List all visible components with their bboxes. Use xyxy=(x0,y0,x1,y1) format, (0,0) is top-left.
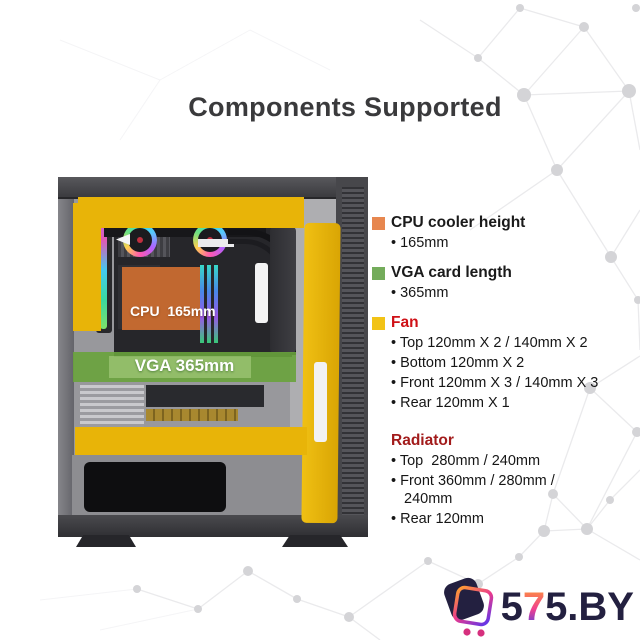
ram-stick xyxy=(200,265,204,343)
ram-stick xyxy=(207,265,211,343)
store-logo-text: 575.BY xyxy=(501,578,634,636)
store-logo: 575.BY xyxy=(435,576,634,638)
psu-vent xyxy=(84,462,226,512)
gpu-card xyxy=(146,385,264,407)
cable-bundle xyxy=(270,227,296,353)
legend-heading: Fan xyxy=(391,314,419,331)
legend-swatch xyxy=(372,317,385,330)
front-cable-channel xyxy=(314,362,327,442)
legend-detail: • Rear 120mm xyxy=(391,511,484,527)
cpu-height-label: CPU 165mm xyxy=(130,303,216,319)
logo-text-part: 5.BY xyxy=(545,585,634,629)
legend-heading: Radiator xyxy=(391,432,454,449)
case-rear-edge xyxy=(58,191,74,521)
legend-item: CPU cooler height • 165mm xyxy=(372,214,630,252)
legend-detail: • Front 360mm / 280mm / 240mm xyxy=(391,473,555,507)
case-top-panel xyxy=(58,177,342,199)
fan-hub-logo xyxy=(137,237,143,243)
bottom-fan-highlight xyxy=(75,427,307,455)
legend-item: Fan • Top 120mm X 2 / 140mm X 2 • Bottom 1… xyxy=(372,314,630,412)
case-base xyxy=(58,515,368,537)
legend-detail: • Front 120mm X 3 / 140mm X 3 xyxy=(391,375,599,391)
legend-swatch xyxy=(372,217,385,230)
top-fan-highlight xyxy=(78,197,304,228)
legend-item: Radiator • Top 280mm / 240mm • Front 360mm… xyxy=(372,432,630,528)
legend-detail: • Top 120mm X 2 / 140mm X 2 xyxy=(391,335,588,351)
rear-fan-rgb-strip xyxy=(100,211,107,329)
gpu-pcb xyxy=(146,409,238,421)
cable-grommet xyxy=(255,263,268,323)
ram-stick xyxy=(214,265,218,343)
legend-detail: • 165mm xyxy=(391,235,449,251)
legend-detail: • Top 280mm / 240mm xyxy=(391,453,541,469)
cable-clip xyxy=(116,234,130,245)
legend-swatch xyxy=(372,267,385,280)
legend-heading: VGA card length xyxy=(391,264,512,281)
legend-detail: • Rear 120mm X 1 xyxy=(391,395,510,411)
legend-item: VGA card length • 365mm xyxy=(372,264,630,302)
pc-case-illustration: CPU 165mm VGA 365mm xyxy=(58,177,368,547)
vga-length-highlight: VGA 365mm xyxy=(73,352,296,382)
logo-text-part: 5 xyxy=(500,585,523,629)
legend-detail: • Bottom 120mm X 2 xyxy=(391,355,525,371)
shopping-cart-icon xyxy=(443,577,493,637)
legend-heading: CPU cooler height xyxy=(391,214,526,231)
front-panel-vents xyxy=(342,187,364,527)
vga-length-label: VGA 365mm xyxy=(134,356,235,375)
gpu-cooler xyxy=(80,385,144,429)
logo-text-part: 7 xyxy=(522,585,546,629)
radiator-sticker xyxy=(198,239,234,247)
page-title: Components Supported xyxy=(188,92,502,122)
vga-highlight-inner xyxy=(109,356,251,378)
cpu-cooler-highlight: CPU 165mm xyxy=(122,267,216,330)
case-foot xyxy=(282,535,348,547)
legend-detail: • 365mm xyxy=(391,285,449,301)
case-foot xyxy=(76,535,136,547)
